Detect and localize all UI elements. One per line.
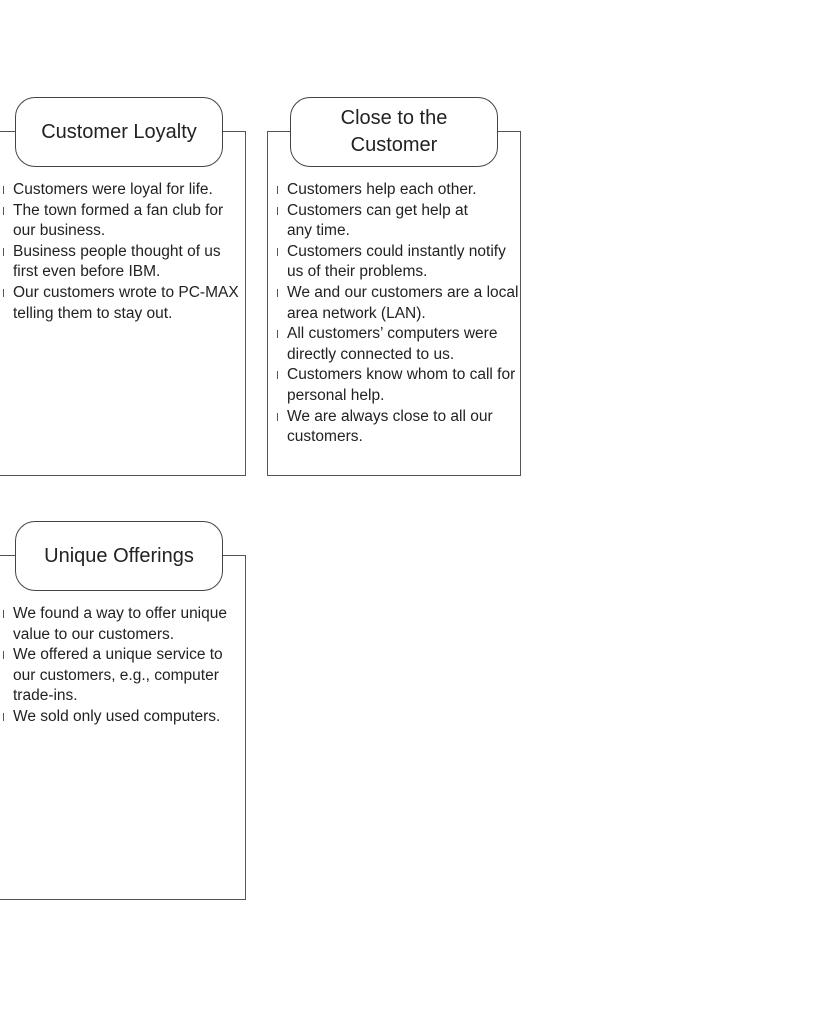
list-item: Customers know whom to call for personal… [277,365,519,406]
list-item-text: The town formed a fan club for our busin… [13,201,224,240]
list-item-text: Customers could instantly notify us of t… [287,242,506,281]
list-item: We sold only used computers. [3,707,241,728]
list-item: Customers can get help at any time. [277,201,477,242]
bullet-icon [3,651,4,660]
panel-title-close-to-customer: Close to the Customer [290,97,498,167]
bullet-icon [277,330,278,339]
panel-title-unique-offerings: Unique Offerings [15,521,223,591]
list-item: We are always close to all our customers… [277,407,519,448]
list-item: Customers were loyal for life. [3,180,241,201]
list-item: Customers help each other. [277,180,519,201]
panel-list-customer-loyalty: Customers were loyal for life. The town … [3,180,241,324]
panel-title-text: Unique Offerings [44,544,194,567]
panel-title-text: Customer Loyalty [41,120,197,143]
bullet-icon [3,186,4,194]
panel-list-close-to-customer: Customers help each other. Customers can… [277,180,519,448]
list-item-text: All customers’ computers were directly c… [287,325,498,363]
list-item-text: Customers can get help at any time. [287,201,468,240]
bullet-icon [277,186,278,194]
list-item: Customers could instantly notify us of t… [277,242,519,283]
bullet-icon [277,371,278,380]
bullet-icon [3,247,4,256]
panel-list-unique-offerings: We found a way to offer unique value to … [3,604,241,728]
bullet-icon [3,610,4,618]
list-item-text: Business people thought of us first even… [13,242,221,281]
list-item: All customers’ computers were directly c… [277,324,519,365]
list-item: We found a way to offer unique value to … [3,604,241,645]
bullet-icon [277,247,278,256]
bullet-icon [3,288,4,297]
list-item: Business people thought of us first even… [3,242,241,283]
panel-title-text: Close to the Customer [340,107,448,156]
bullet-icon [3,206,4,215]
list-item: We offered a unique service to our custo… [3,645,241,707]
bullet-icon [277,206,278,215]
panel-title-customer-loyalty: Customer Loyalty [15,97,223,167]
bullet-icon [277,288,278,297]
list-item-text: Our customers wrote to PC-MAX telling th… [13,283,239,322]
bullet-icon [3,712,4,721]
panel-unique-offerings [0,555,246,900]
list-item-text: We and our customers are a local area ne… [287,283,519,322]
bullet-icon [277,412,278,421]
list-item: We and our customers are a local area ne… [277,283,519,324]
panel-customer-loyalty [0,131,246,476]
panel-close-to-customer [267,131,521,476]
list-item: The town formed a fan club for our busin… [3,201,241,242]
list-item-text: We are always close to all our customers… [287,407,493,446]
list-item-text: Customers were loyal for life. [13,181,213,198]
list-item-text: Customers help each other. [287,181,477,198]
list-item-text: We sold only used computers. [13,707,221,725]
list-item-text: We offered a unique service to our custo… [13,646,223,705]
list-item-text: We found a way to offer unique value to … [13,605,227,643]
list-item-text: Customers know whom to call for personal… [287,366,516,404]
list-item: Our customers wrote to PC-MAX telling th… [3,283,241,324]
